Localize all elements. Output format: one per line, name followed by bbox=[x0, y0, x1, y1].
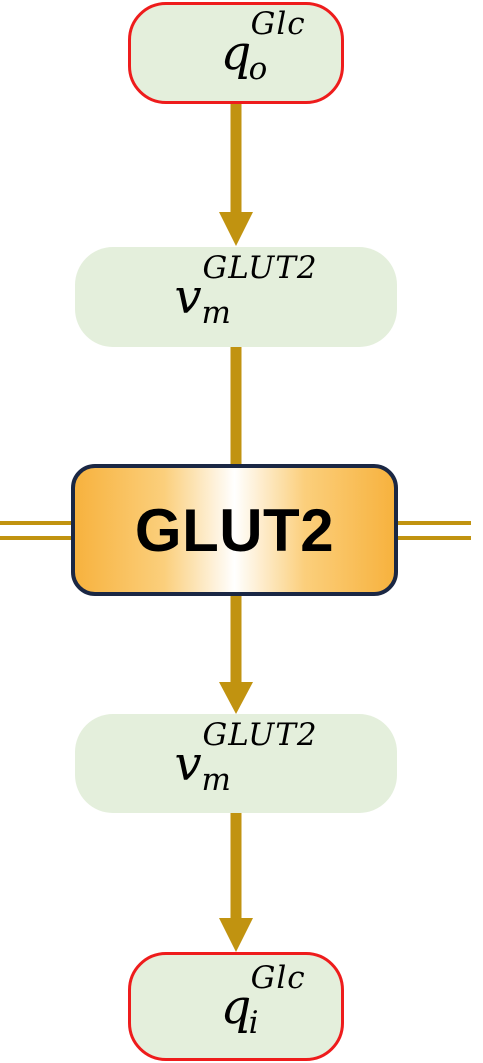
symbol-superscript: GLUT2 bbox=[202, 716, 318, 753]
symbol-base: v bbox=[174, 269, 202, 325]
symbol-base: v bbox=[174, 735, 202, 792]
symbol-superscript: GLUT2 bbox=[202, 250, 318, 286]
symbol-base: q bbox=[220, 25, 252, 81]
glut2-transporter: GLUT2 bbox=[71, 464, 398, 596]
membrane-left bbox=[0, 521, 71, 540]
symbol-subscript: i bbox=[248, 1004, 259, 1041]
arrow-vm-lower-to-qi bbox=[219, 813, 253, 952]
symbol-superscript: Glc bbox=[250, 959, 306, 996]
symbol-base: q bbox=[220, 978, 252, 1035]
symbol-subscript: m bbox=[201, 295, 231, 331]
symbol-subscript: o bbox=[248, 51, 268, 87]
arrow-qo-to-vm-upper bbox=[219, 104, 253, 246]
arrow-glut2-to-vm-lower bbox=[219, 596, 253, 714]
symbol-subscript: m bbox=[201, 761, 231, 798]
symbol-superscript: Glc bbox=[250, 6, 306, 42]
glut2-transporter-label: GLUT2 bbox=[134, 496, 335, 564]
membrane-right bbox=[398, 521, 471, 540]
